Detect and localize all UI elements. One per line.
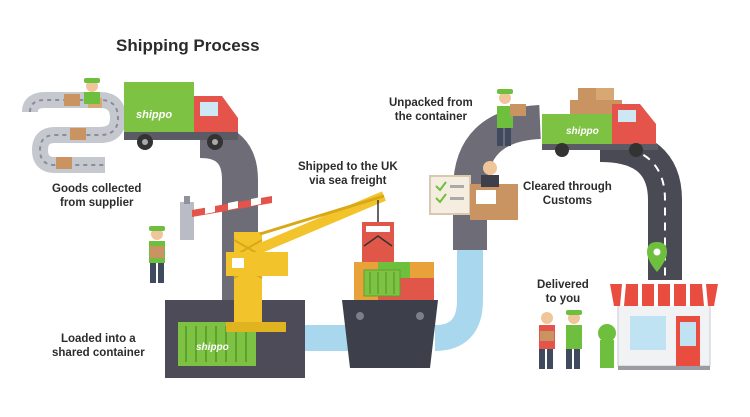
step-4-line-1: Unpacked from bbox=[389, 97, 473, 109]
shop-building bbox=[598, 283, 718, 370]
location-pin-icon bbox=[647, 242, 667, 272]
port-crane bbox=[226, 191, 386, 332]
pickup-truck: shippo bbox=[124, 82, 238, 150]
customer-and-courier bbox=[539, 310, 582, 369]
step-3-line-1: Shipped to the UK bbox=[298, 161, 398, 173]
step-unpacked-label: Unpacked from the container bbox=[389, 96, 473, 124]
customs-office bbox=[429, 161, 518, 220]
step-1-line-1: Goods collected bbox=[52, 183, 142, 195]
step-3-line-2: via sea freight bbox=[309, 175, 387, 187]
step-5-line-2: Customs bbox=[542, 195, 592, 207]
step-goods-collected-label: Goods collected from supplier bbox=[52, 182, 141, 210]
step-customs-label: Cleared through Customs bbox=[523, 180, 612, 208]
worker-unpacking bbox=[497, 89, 526, 146]
cargo-ship bbox=[342, 222, 438, 368]
step-2-line-2: shared container bbox=[52, 347, 145, 359]
conveyor-belt bbox=[22, 78, 127, 173]
step-2-line-1: Loaded into a bbox=[60, 333, 136, 345]
diagram-title: Shipping Process bbox=[116, 36, 260, 55]
step-4-line-2: the container bbox=[394, 111, 467, 123]
step-6-line-2: to you bbox=[545, 293, 581, 305]
container-brand-logo: shippo bbox=[196, 342, 229, 353]
truck-brand-logo: shippo bbox=[136, 109, 172, 121]
worker-with-box bbox=[149, 226, 165, 283]
step-loaded-label: Loaded into a shared container bbox=[52, 332, 145, 360]
step-1-line-2: from supplier bbox=[59, 197, 134, 209]
delivery-truck-brand-logo: shippo bbox=[566, 126, 599, 137]
step-5-line-1: Cleared through bbox=[523, 181, 612, 193]
delivery-truck: shippo bbox=[542, 88, 658, 157]
step-delivered-label: Delivered to you bbox=[537, 278, 589, 306]
step-shipped-label: Shipped to the UK via sea freight bbox=[298, 160, 398, 188]
step-6-line-1: Delivered bbox=[537, 279, 589, 291]
checkpoint-barrier bbox=[180, 196, 272, 240]
